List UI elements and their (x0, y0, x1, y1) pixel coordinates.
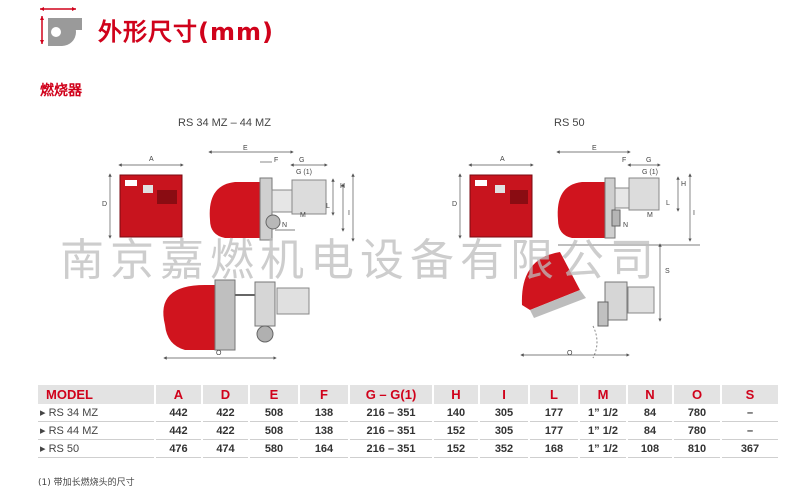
table-cell: 84 (626, 404, 673, 422)
table-cell: 367 (720, 439, 778, 458)
table-cell: 476 (154, 439, 202, 458)
rs50-dimension-drawing (458, 150, 700, 359)
table-cell: 508 (248, 421, 299, 440)
footnote: (1) 带加长燃烧头的尺寸 (38, 478, 135, 488)
table-row: ▸ RS 50 476 474 580 164 216 – 351 152 35… (38, 439, 778, 458)
label-h-rs50: H (681, 181, 687, 188)
label-g1-rs50: G (1) (642, 169, 658, 176)
table-cell: 168 (528, 439, 579, 458)
right-figure-caption: RS 50 (554, 117, 585, 129)
label-i: I (348, 210, 350, 217)
table-cell: 508 (248, 404, 299, 422)
table-cell: 152 (432, 439, 479, 458)
table-cell: 442 (154, 404, 202, 422)
label-o: O (216, 350, 222, 357)
col-f: F (298, 385, 349, 404)
table-cell: 810 (672, 439, 721, 458)
table-cell: 422 (201, 421, 249, 440)
table-cell: 352 (478, 439, 529, 458)
col-i: I (478, 385, 529, 404)
col-l: L (528, 385, 579, 404)
label-n-rs50: N (623, 222, 629, 229)
col-o: O (672, 385, 721, 404)
col-m: M (578, 385, 627, 404)
label-f: F (274, 157, 279, 164)
label-a-rs50: A (500, 156, 505, 163)
label-m-rs50: M (647, 212, 653, 219)
dimension-logo-icon (40, 7, 82, 46)
rs34-44-dimension-drawing (108, 150, 355, 360)
table-cell: 780 (672, 421, 721, 440)
label-s-rs50: S (665, 268, 670, 275)
row-arrow-icon: ▸ (40, 407, 46, 419)
table-cell: 84 (626, 421, 673, 440)
col-n: N (626, 385, 673, 404)
table-cell: – (720, 421, 778, 440)
table-cell: 474 (201, 439, 249, 458)
row-arrow-icon: ▸ (40, 443, 46, 455)
table-cell: 138 (298, 404, 349, 422)
table-cell: 216 – 351 (348, 421, 433, 440)
label-d: D (102, 201, 108, 208)
col-s: S (720, 385, 778, 404)
col-d: D (201, 385, 249, 404)
left-figure-caption: RS 34 MZ – 44 MZ (178, 117, 271, 129)
table-cell: 442 (154, 421, 202, 440)
label-i-rs50: I (693, 210, 695, 217)
page-title: 外形尺寸(mm) (98, 18, 274, 46)
table-cell: 1” 1/2 (578, 404, 627, 422)
model-cell: RS 34 MZ (48, 407, 99, 419)
table-cell: 138 (298, 421, 349, 440)
label-e-rs50: E (592, 145, 597, 152)
label-l: L (326, 203, 330, 210)
table-row: ▸ RS 44 MZ 442 422 508 138 216 – 351 152… (38, 421, 778, 440)
label-o-rs50: O (567, 350, 573, 357)
model-cell: RS 44 MZ (48, 425, 99, 437)
table-cell: – (720, 404, 778, 422)
label-m: M (300, 212, 306, 219)
label-g: G (299, 157, 305, 164)
table-cell: 140 (432, 404, 479, 422)
col-a: A (154, 385, 202, 404)
label-g1: G (1) (296, 169, 312, 176)
table-cell: 108 (626, 439, 673, 458)
label-d-rs50: D (452, 201, 458, 208)
table-cell: 177 (528, 404, 579, 422)
table-header-row: MODEL A D E F G – G(1) H I L M N O S (38, 385, 778, 404)
model-cell: RS 50 (48, 443, 80, 455)
table-cell: 780 (672, 404, 721, 422)
label-n: N (282, 222, 288, 229)
table-cell: 216 – 351 (348, 404, 433, 422)
label-e: E (243, 145, 248, 152)
table-row: ▸ RS 34 MZ 442 422 508 138 216 – 351 140… (38, 404, 778, 422)
col-model: MODEL (38, 385, 155, 404)
dimensions-table: MODEL A D E F G – G(1) H I L M N O S ▸ R… (38, 385, 778, 458)
table-cell: 422 (201, 404, 249, 422)
table-cell: 216 – 351 (348, 439, 433, 458)
label-f-rs50: F (622, 157, 627, 164)
table-cell: 152 (432, 421, 479, 440)
table-cell: 580 (248, 439, 299, 458)
col-g: G – G(1) (348, 385, 433, 404)
section-title: 燃烧器 (40, 83, 82, 99)
row-arrow-icon: ▸ (40, 425, 46, 437)
label-h: H (340, 183, 346, 190)
table-cell: 1” 1/2 (578, 439, 627, 458)
table-cell: 177 (528, 421, 579, 440)
label-g-rs50: G (646, 157, 652, 164)
table-cell: 305 (478, 421, 529, 440)
table-cell: 1” 1/2 (578, 421, 627, 440)
col-e: E (248, 385, 299, 404)
col-h: H (432, 385, 479, 404)
table-cell: 164 (298, 439, 349, 458)
table-cell: 305 (478, 404, 529, 422)
company-watermark: 南京嘉燃机电设备有限公司 (60, 235, 660, 286)
label-a: A (149, 156, 154, 163)
label-l-rs50: L (666, 200, 670, 207)
